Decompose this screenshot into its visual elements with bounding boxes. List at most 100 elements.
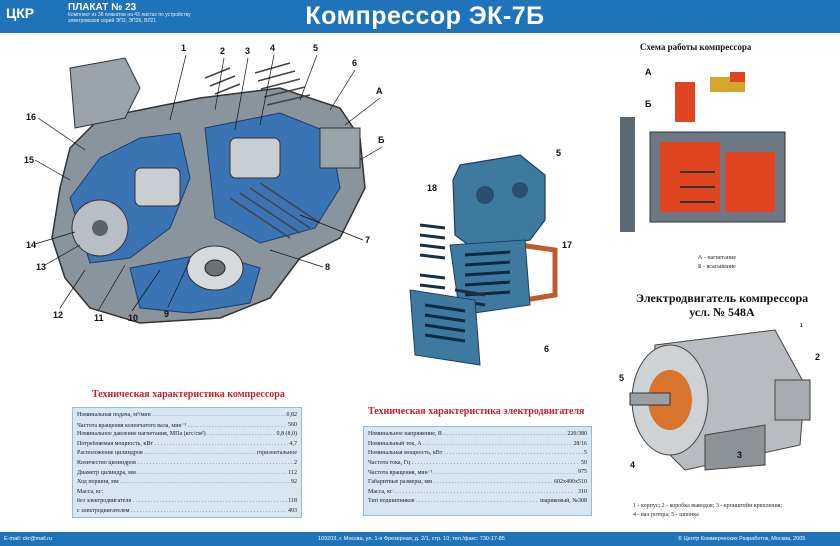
spec-label: Номинальная подача, м³/мин [77, 412, 151, 418]
spec-row: Масса, кг . . . . . . . . . . . . . . . … [368, 488, 587, 495]
spec-label: Потребляемая мощность, кВт [77, 440, 153, 447]
scheme-legend-b: Б - всасывание [698, 264, 736, 270]
spec-row: Номинальное давление нагнетания, МПа (кг… [77, 431, 297, 438]
motor-specs-title: Техническая характеристика электродвигат… [368, 406, 585, 417]
scheme-label-b: Б [645, 99, 652, 109]
spec-row: Частота вращения коленчатого вала, мин⁻¹… [77, 421, 297, 429]
spec-leader-dots: . . . . . . . . . . . . . . . . . . . . … [434, 470, 587, 477]
spec-row: Частота тока, Гц . . . . . . . . . . . .… [368, 459, 587, 466]
valve-exploded-illustration [409, 154, 558, 366]
header-bar: ЦКР ПЛАКАТ № 23 Комплект из 38 плакатов … [0, 0, 840, 33]
spec-value: 92 [290, 479, 297, 486]
spec-leader-dots: . . . . . . . . . . . . . . . . . . . . … [144, 450, 297, 457]
footer-email[interactable]: E-mail: ckr@mail.ru [4, 536, 53, 542]
spec-row: Расположение цилиндров . . . . . . . . .… [77, 450, 297, 457]
motor-callout-4: 4 [630, 460, 636, 470]
spec-row: Диаметр цилиндра, мм . . . . . . . . . .… [77, 469, 297, 476]
spec-value: 493 [287, 508, 297, 514]
spec-leader-dots: . . . . . . . . . . . . . . . . . . . . … [433, 479, 587, 485]
spec-row: Тип подшипников . . . . . . . . . . . . … [368, 498, 587, 505]
motor-callout-1: 1 [800, 323, 803, 329]
spec-value: 2 [293, 460, 297, 466]
spec-leader-dots: . . . . . . . . . . . . . . . . . . . . … [443, 431, 587, 437]
callout-15: 15 [24, 155, 35, 165]
motor-illustration [629, 329, 811, 471]
callout-b: Б [378, 135, 385, 145]
callout-2: 2 [220, 46, 226, 56]
spec-value: 112 [287, 469, 297, 476]
spec-leader-dots: . . . . . . . . . . . . . . . . . . . . … [188, 422, 297, 429]
callout-10: 10 [128, 313, 139, 323]
spec-label: Ход поршня, мм [77, 479, 119, 486]
spec-value: 602х490х510 [553, 479, 587, 485]
spec-value: 310 [577, 488, 587, 495]
compressor-scheme-diagram [620, 72, 795, 242]
spec-value: 560 [287, 421, 297, 428]
spec-label: с электродвигателем [77, 508, 130, 514]
spec-value: 28/16 [572, 440, 587, 447]
scheme-label-a: А [645, 67, 652, 77]
spec-label: Диаметр цилиндра, мм [77, 469, 136, 476]
spec-label: Номинальное давление нагнетания, МПа (кг… [77, 431, 206, 438]
motor-legend-line2: 4 - вал ротора; 5 - шпонка [633, 512, 699, 518]
spec-label: Частота вращения коленчатого вала, мин⁻¹ [77, 422, 187, 429]
spec-row: Частота вращения, мин⁻¹ . . . . . . . . … [368, 469, 587, 476]
spec-value: горизонтальное [255, 450, 297, 457]
spec-leader-dots: . . . . . . . . . . . . . . . . . . . . … [129, 508, 297, 514]
footer-address: 109203, г. Москва, ул. 1-я Фрезерная, д.… [318, 536, 505, 542]
spec-value: 975 [577, 469, 587, 476]
callout-5: 5 [313, 43, 319, 53]
compressor-cutaway-illustration [51, 57, 366, 324]
spec-label: Тип подшипников [368, 498, 415, 505]
spec-leader-dots: . . . . . . . . . . . . . . . . . . . . … [421, 440, 587, 447]
spec-value: 0,8 (8,0) [275, 431, 297, 438]
motor-title-line2: усл. № 548А [689, 305, 755, 319]
spec-value: 220/380 [566, 431, 587, 437]
spec-label: Номинальная мощность, кВт [368, 450, 443, 457]
spec-row: Ход поршня, мм . . . . . . . . . . . . .… [77, 479, 297, 486]
spec-leader-dots: . . . . . . . . . . . . . . . . . . . . … [118, 479, 297, 486]
motor-specs-table: Номинальное напряжение, В . . . . . . . … [363, 426, 592, 516]
spec-label: Расположение цилиндров [77, 450, 143, 457]
spec-leader-dots: . . . . . . . . . . . . . . . . . . . . … [392, 488, 573, 495]
spec-label: Масса, кг [368, 488, 393, 495]
spec-value: шариковый, №308 [539, 498, 587, 505]
plakat-description: Комплект из 38 плакатов на 43 листах по … [68, 12, 191, 24]
motor-legend-line1: 1 - корпус; 2 - коробка выводов; 3 - кро… [633, 503, 783, 509]
scheme-title: Схема работы компрессора [640, 42, 752, 52]
spec-label: Масса, кг: [77, 488, 104, 495]
plakat-number: ПЛАКАТ № 23 [68, 2, 137, 13]
motor-title-line1: Электродвигатель компрессора [635, 291, 809, 305]
spec-row: Номинальное напряжение, В . . . . . . . … [368, 431, 587, 437]
spec-leader-dots: . . . . . . . . . . . . . . . . . . . . … [207, 431, 297, 438]
callout-4: 4 [270, 43, 276, 53]
exploded-callout-5: 5 [556, 148, 562, 158]
scheme-legend-a: А - нагнетание [698, 255, 736, 261]
callout-12: 12 [53, 310, 64, 320]
spec-row: Количество цилиндров . . . . . . . . . .… [77, 460, 297, 466]
spec-value: 0,82 [285, 412, 297, 418]
callout-9: 9 [164, 309, 170, 319]
callout-3: 3 [245, 46, 251, 56]
spec-row: Габаритные размеры, мм . . . . . . . . .… [368, 479, 587, 485]
motor-callout-2: 2 [815, 352, 821, 362]
spec-value: 4,7 [288, 440, 297, 447]
spec-value: 50 [580, 459, 587, 466]
spec-row: Номинальный ток, А . . . . . . . . . . .… [368, 440, 587, 447]
callout-14: 14 [26, 240, 37, 250]
callout-7: 7 [365, 235, 371, 245]
logo: ЦКР [6, 5, 35, 21]
spec-row: Потребляемая мощность, кВт . . . . . . .… [77, 440, 297, 447]
motor-title: Электродвигатель компрессора усл. № 548А [612, 291, 832, 319]
callout-16: 16 [26, 112, 37, 122]
spec-leader-dots: . . . . . . . . . . . . . . . . . . . . … [443, 450, 587, 457]
spec-label: Частота вращения, мин⁻¹ [368, 470, 433, 477]
spec-leader-dots: . . . . . . . . . . . . . . . . . . . . … [414, 498, 587, 505]
callout-a: А [376, 86, 383, 96]
spec-label: Габаритные размеры, мм [368, 479, 432, 485]
exploded-callout-18: 18 [427, 183, 438, 193]
spec-leader-dots: . . . . . . . . . . . . . . . . . . . . … [137, 469, 297, 476]
spec-value: 118 [287, 498, 297, 505]
spec-leader-dots: . . . . . . . . . . . . . . . . . . . . … [154, 440, 297, 447]
callout-11: 11 [94, 313, 104, 323]
